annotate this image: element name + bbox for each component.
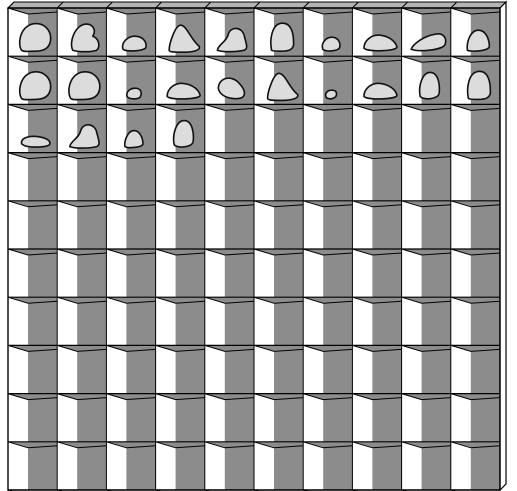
cell-side-wall bbox=[156, 297, 176, 345]
cell-side-wall bbox=[8, 394, 28, 442]
cell-side-wall bbox=[352, 104, 372, 152]
cell-side-wall bbox=[402, 56, 422, 104]
right-side-face bbox=[500, 2, 506, 490]
cell-side-wall bbox=[106, 249, 126, 297]
cell-side-wall bbox=[106, 394, 126, 442]
cell-side-wall bbox=[57, 345, 77, 393]
cell-side-wall bbox=[8, 201, 28, 249]
cell-side-wall bbox=[451, 297, 471, 345]
cell-side-wall bbox=[254, 104, 274, 152]
cell-side-wall bbox=[205, 297, 225, 345]
cell-side-wall bbox=[352, 201, 372, 249]
particle-blob bbox=[271, 23, 294, 51]
cell-side-wall bbox=[303, 297, 323, 345]
cell-side-wall bbox=[402, 201, 422, 249]
cell-side-wall bbox=[106, 442, 126, 490]
cell-side-wall bbox=[402, 394, 422, 442]
cell-side-wall bbox=[57, 153, 77, 201]
cell-side-wall bbox=[402, 297, 422, 345]
cell-side-wall bbox=[205, 345, 225, 393]
cell-side-wall bbox=[254, 249, 274, 297]
cell-side-wall bbox=[205, 394, 225, 442]
cell-side-wall bbox=[156, 394, 176, 442]
cell-side-wall bbox=[106, 297, 126, 345]
cell-side-wall bbox=[254, 345, 274, 393]
cell-side-wall bbox=[254, 394, 274, 442]
cell-side-wall bbox=[205, 104, 225, 152]
particle-blob bbox=[468, 71, 491, 99]
cell-side-wall bbox=[451, 345, 471, 393]
cell-side-wall bbox=[205, 442, 225, 490]
cell-side-wall bbox=[402, 345, 422, 393]
cell-side-wall bbox=[352, 249, 372, 297]
particle-blob bbox=[420, 72, 440, 98]
particle-blob bbox=[322, 37, 340, 51]
cell-side-wall bbox=[156, 249, 176, 297]
cell-side-wall bbox=[57, 201, 77, 249]
cell-side-wall bbox=[303, 201, 323, 249]
cell-side-wall bbox=[402, 104, 422, 152]
cell-side-wall bbox=[352, 153, 372, 201]
cell-side-wall bbox=[451, 104, 471, 152]
cell-side-wall bbox=[8, 249, 28, 297]
cell-side-wall bbox=[451, 153, 471, 201]
cell-side-wall bbox=[254, 442, 274, 490]
cell-side-wall bbox=[205, 201, 225, 249]
particle-blob bbox=[21, 136, 49, 147]
cell-side-wall bbox=[156, 104, 176, 152]
cell-side-wall bbox=[106, 201, 126, 249]
cell-side-wall bbox=[57, 249, 77, 297]
cell-side-wall bbox=[303, 8, 323, 56]
cell-side-wall bbox=[303, 153, 323, 201]
cell-side-wall bbox=[156, 442, 176, 490]
particle-blob bbox=[326, 90, 337, 99]
cell-side-wall bbox=[106, 104, 126, 152]
cell-side-wall bbox=[352, 345, 372, 393]
cell-side-wall bbox=[205, 249, 225, 297]
cell-side-wall bbox=[106, 345, 126, 393]
cell-side-wall bbox=[57, 394, 77, 442]
cell-side-wall bbox=[451, 442, 471, 490]
cell-side-wall bbox=[254, 153, 274, 201]
cell-side-wall bbox=[57, 297, 77, 345]
cell-side-wall bbox=[254, 297, 274, 345]
cell-side-wall bbox=[8, 345, 28, 393]
cell-side-wall bbox=[106, 153, 126, 201]
cell-side-wall bbox=[303, 345, 323, 393]
cell-side-wall bbox=[352, 297, 372, 345]
cell-side-wall bbox=[303, 442, 323, 490]
cell-side-wall bbox=[451, 394, 471, 442]
cell-side-wall bbox=[205, 153, 225, 201]
cell-side-wall bbox=[303, 104, 323, 152]
cell-side-wall bbox=[451, 201, 471, 249]
cell-side-wall bbox=[8, 297, 28, 345]
cell-side-wall bbox=[106, 56, 126, 104]
cell-side-wall bbox=[451, 249, 471, 297]
cell-side-wall bbox=[156, 345, 176, 393]
cell-side-wall bbox=[8, 442, 28, 490]
particle-blob bbox=[127, 88, 141, 99]
cell-side-wall bbox=[156, 201, 176, 249]
cell-side-wall bbox=[303, 394, 323, 442]
cell-side-wall bbox=[402, 153, 422, 201]
cell-side-wall bbox=[254, 201, 274, 249]
cell-side-wall bbox=[402, 249, 422, 297]
cell-side-wall bbox=[352, 442, 372, 490]
particle-blob bbox=[174, 121, 194, 147]
cell-side-wall bbox=[57, 442, 77, 490]
cell-side-wall bbox=[402, 442, 422, 490]
cell-side-wall bbox=[352, 394, 372, 442]
cell-side-wall bbox=[303, 249, 323, 297]
cell-side-wall bbox=[8, 153, 28, 201]
cell-side-wall bbox=[303, 56, 323, 104]
cell-side-wall bbox=[156, 153, 176, 201]
